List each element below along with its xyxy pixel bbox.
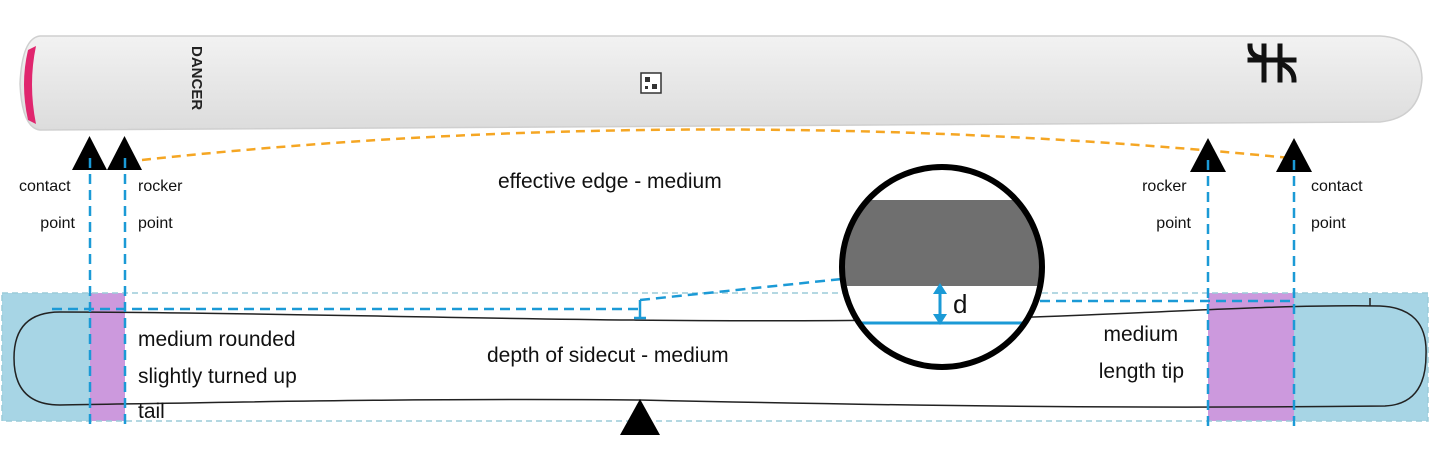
qr-code xyxy=(640,72,662,94)
tip-length-label: medium length tip xyxy=(1099,323,1184,383)
base-frame xyxy=(1,292,1429,422)
rocker-point-label-tip: rocker point xyxy=(1142,178,1191,232)
contact-point-label-tip: contact point xyxy=(1311,178,1367,232)
waist-marker xyxy=(620,399,660,435)
depth-arrow-head-up xyxy=(933,283,947,294)
contact-point-marker-tail xyxy=(72,136,107,170)
rocker-point-marker-tip xyxy=(1190,138,1226,172)
brand-text: DANCER xyxy=(188,46,205,110)
brand-logo xyxy=(1247,43,1297,83)
ski-profile: DANCER xyxy=(19,35,1423,131)
ski-tail-accent xyxy=(24,46,36,124)
tip-rocker-zone xyxy=(1208,293,1294,421)
depth-symbol: d xyxy=(953,289,967,319)
tail-contact-zone xyxy=(2,293,90,421)
depth-arrow-head-down xyxy=(933,314,947,325)
contact-point-label-tail: contact point xyxy=(19,178,76,232)
contact-point-marker-tip xyxy=(1276,138,1312,172)
guide-lines xyxy=(88,158,1296,426)
rocker-point-label-tail: rocker point xyxy=(138,178,187,232)
sidecut-depth-label: depth of sidecut - medium xyxy=(487,344,729,367)
effective-edge-line xyxy=(141,128,1291,162)
sidecut-to-inset-line xyxy=(639,277,843,302)
inset-ring xyxy=(839,164,1045,370)
rocker-point-marker-tail xyxy=(107,136,142,170)
effective-edge-label: effective edge - medium xyxy=(498,170,722,193)
tail-rocker-zone xyxy=(90,293,125,421)
ski-topsheet xyxy=(19,35,1423,131)
inset-ski-section xyxy=(842,200,1042,286)
tip-contact-zone xyxy=(1294,293,1428,421)
tail-shape-label: medium rounded slightly turned up tail xyxy=(138,328,303,423)
sidecut-depth-inset: d xyxy=(839,164,1045,370)
